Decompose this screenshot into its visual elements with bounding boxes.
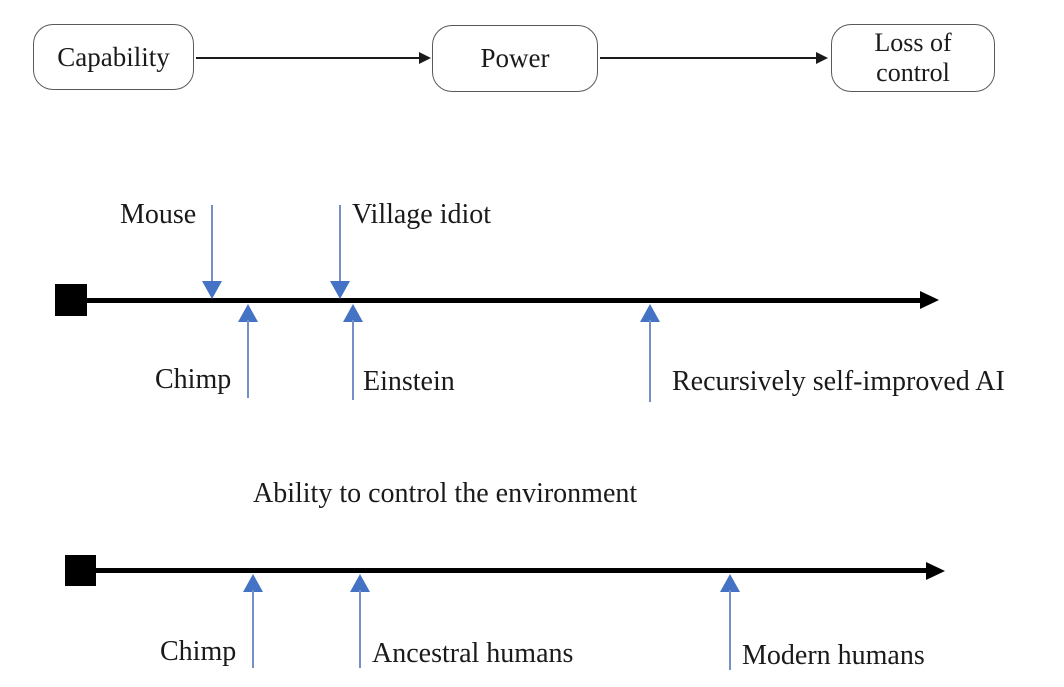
flow-node-loss-of-control-label: Loss of control bbox=[874, 28, 952, 87]
marker-line-mouse bbox=[211, 205, 213, 283]
marker-arrowhead-chimp2-icon bbox=[243, 574, 263, 592]
marker-arrowhead-village-idiot-icon bbox=[330, 281, 350, 299]
flow-arrowhead-power-to-loss-icon bbox=[816, 52, 828, 64]
marker-label-ancestral-humans: Ancestral humans bbox=[372, 638, 574, 669]
flow-node-power: Power bbox=[432, 25, 598, 92]
flow-arrow-capability-to-power bbox=[196, 57, 420, 59]
marker-arrowhead-modern-humans-icon bbox=[720, 574, 740, 592]
marker-label-einstein: Einstein bbox=[363, 366, 455, 397]
marker-label-chimp2: Chimp bbox=[160, 636, 237, 667]
marker-label-chimp: Chimp bbox=[155, 364, 232, 395]
flow-node-loss-of-control: Loss of control bbox=[831, 24, 995, 92]
marker-line-chimp bbox=[247, 320, 249, 398]
capability-axis-origin-square bbox=[55, 284, 87, 316]
marker-arrowhead-einstein-icon bbox=[343, 304, 363, 322]
marker-arrowhead-ancestral-humans-icon bbox=[350, 574, 370, 592]
control-axis-title: Ability to control the environment bbox=[253, 478, 638, 509]
marker-line-chimp2 bbox=[252, 590, 254, 668]
marker-arrowhead-recursively-self-improved-ai-icon bbox=[640, 304, 660, 322]
marker-label-village-idiot: Village idiot bbox=[352, 199, 492, 230]
marker-line-recursively-self-improved-ai bbox=[649, 320, 651, 402]
control-axis-origin-square bbox=[65, 555, 96, 586]
marker-line-village-idiot bbox=[339, 205, 341, 283]
flow-node-capability-label: Capability bbox=[57, 41, 170, 72]
flow-node-power-label: Power bbox=[480, 43, 550, 73]
capability-axis-arrowhead-icon bbox=[920, 291, 939, 309]
marker-label-recursively-self-improved-ai: Recursively self-improved AI bbox=[672, 366, 1005, 397]
marker-label-mouse: Mouse bbox=[120, 199, 197, 230]
control-axis-line bbox=[94, 568, 926, 573]
marker-arrowhead-chimp-icon bbox=[238, 304, 258, 322]
marker-line-ancestral-humans bbox=[359, 590, 361, 668]
flow-node-capability: Capability bbox=[33, 24, 194, 90]
marker-line-einstein bbox=[352, 320, 354, 400]
flow-arrow-power-to-loss bbox=[600, 57, 817, 59]
marker-label-modern-humans: Modern humans bbox=[742, 640, 925, 671]
marker-arrowhead-mouse-icon bbox=[202, 281, 222, 299]
marker-line-modern-humans bbox=[729, 590, 731, 670]
control-axis-arrowhead-icon bbox=[926, 562, 945, 580]
capability-axis-line bbox=[85, 298, 920, 303]
flow-arrowhead-capability-to-power-icon bbox=[419, 52, 431, 64]
